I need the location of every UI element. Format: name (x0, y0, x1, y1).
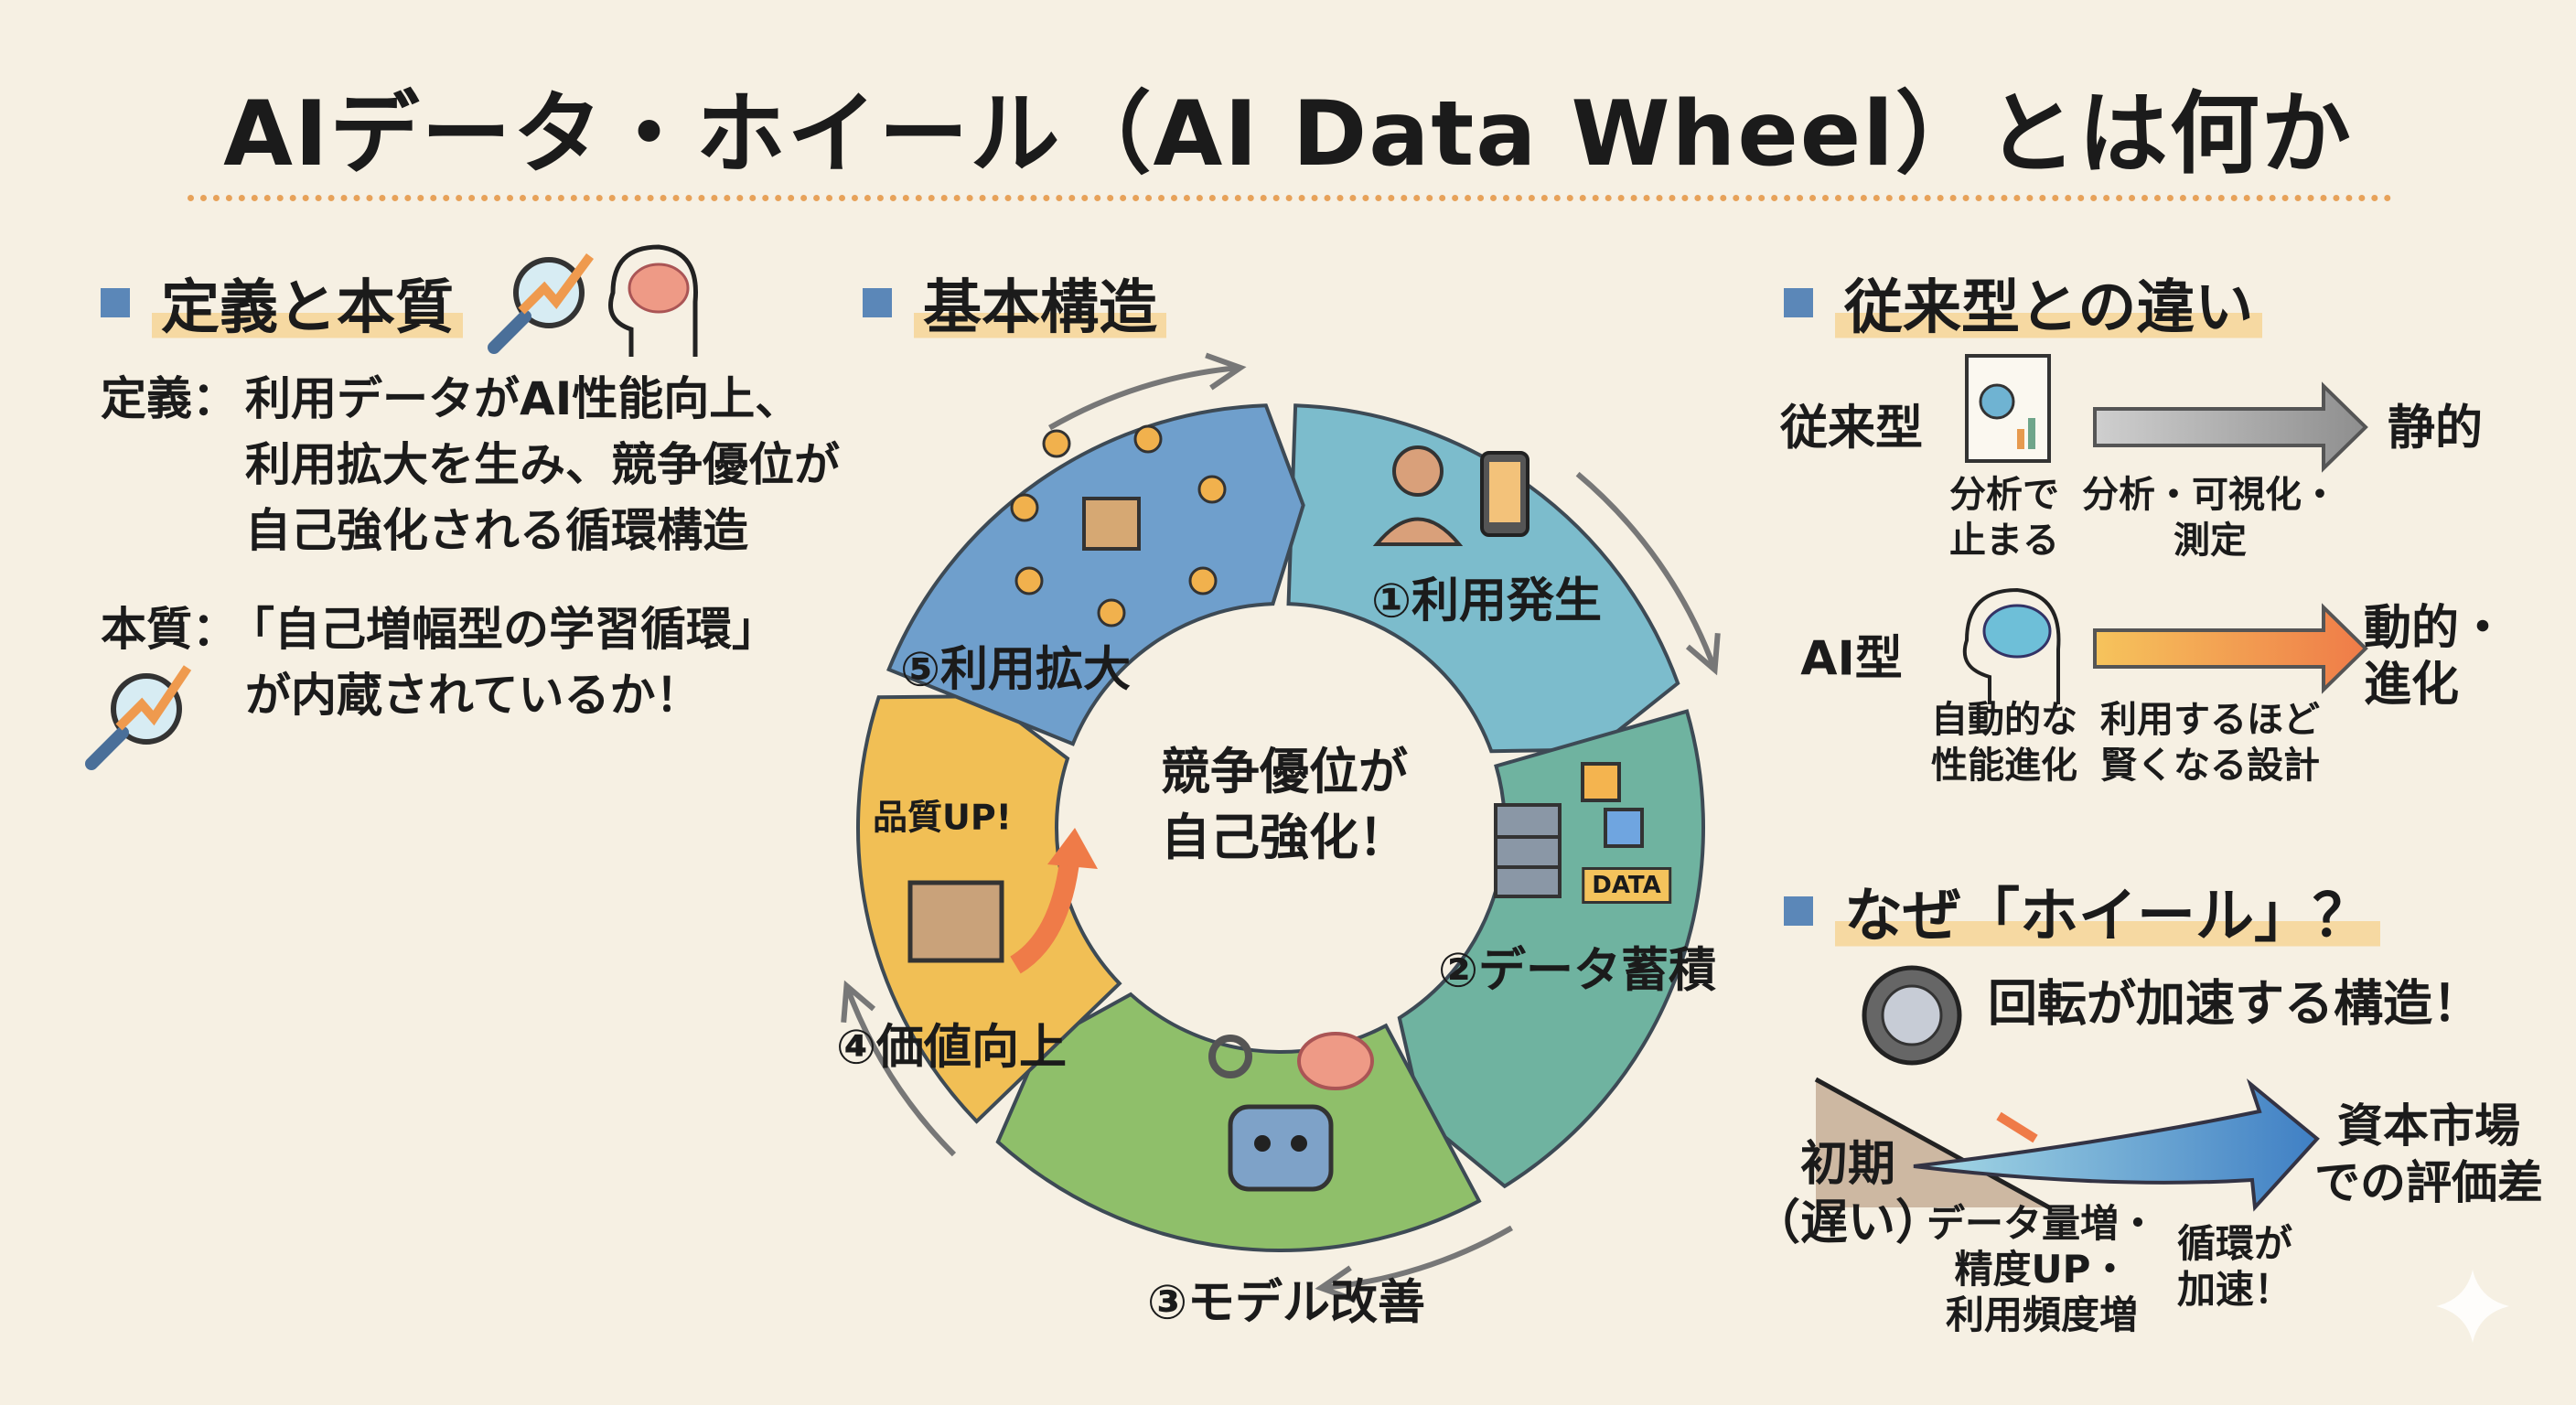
page-title: AIデータ・ホイール（AI Data Wheel）とは何か (223, 82, 2353, 187)
cycle-arrow (1048, 364, 1241, 431)
report-document-icon (1965, 354, 2051, 463)
users-box-network-icon (1010, 424, 1227, 627)
essence-line: が内蔵されているか！ (245, 669, 702, 722)
traditional-result: 静的 (2387, 401, 2484, 456)
end-line: での評価差 (2314, 1156, 2543, 1209)
dynamic-arrow (2093, 603, 2368, 694)
center-line: 競争優位が (1161, 743, 1408, 800)
step-5-label: ⑤利用拡大 (899, 642, 1132, 698)
caption-line: 分析で (1949, 474, 2059, 516)
static-arrow (2093, 381, 2368, 473)
initial-phase: 初期 （遅い） (1753, 1135, 1943, 1252)
start-line: （遅い） (1752, 1196, 1944, 1250)
caption-line: 賢くなる設計 (2100, 745, 2320, 787)
cycle-arrow (1320, 1225, 1513, 1292)
capital-market-gap: 資本市場 での評価差 (2314, 1098, 2543, 1211)
step-4-label: ④価値向上 (835, 1020, 1068, 1076)
heading-text: なぜ「ホイール」？ (1835, 869, 2380, 953)
heading-text: 定義と本質 (152, 261, 463, 345)
factor-line: 精度UP・ (1954, 1247, 2130, 1292)
magnifier-chart-icon (488, 253, 595, 354)
result-line: 動的・ (2363, 601, 2507, 656)
essence-text: 「自己増幅型の学習循環」 が内蔵されているか！ (229, 596, 778, 728)
cycle-accelerates: 循環が 加速！ (2177, 1221, 2292, 1313)
data-badge: DATA (1582, 867, 1671, 904)
acceleration-arrow (1913, 1078, 2320, 1212)
box-growth-icon (907, 828, 1098, 974)
database-icon (1494, 762, 1644, 898)
definition-line: 自己強化される循環構造 (245, 504, 748, 557)
cycle-arrow (843, 984, 957, 1157)
ai-arrow-caption: 利用するほど 賢くなる設計 (2100, 697, 2320, 788)
cycle-arrowhead (841, 980, 876, 1023)
end-line: 資本市場 (2337, 1099, 2520, 1153)
growth-factors: データ量増・ 精度UP・ 利用頻度増 (1927, 1201, 2157, 1338)
caption-line: 測定 (2174, 520, 2247, 562)
cycle-arrowhead (1315, 1265, 1357, 1303)
cycle-arrowhead (1205, 352, 1247, 391)
definition-text: 利用データがAI性能向上、 利用拡大を生み、競争優位が 自己強化される循環構造 (245, 366, 840, 563)
quality-up-badge: 品質UP! (872, 797, 1013, 838)
definition-line: 利用データがAI性能向上、 (245, 372, 801, 425)
definition-line: 利用拡大を生み、競争優位が (245, 438, 840, 491)
traditional-label: 従来型 (1779, 401, 1924, 456)
user-phone-icon (1372, 445, 1530, 546)
start-line: 初期 (1799, 1137, 1896, 1192)
center-line: 自己強化！ (1161, 809, 1408, 866)
section-heading-definition: 定義と本質 (101, 261, 463, 345)
caption-line: 利用するほど (2100, 699, 2320, 741)
wheel-center-text: 競争優位が 自己強化！ (1161, 739, 1408, 871)
bullet-square (863, 288, 892, 317)
bullet-square (1784, 288, 1813, 317)
caption-line: 性能進化 (1931, 745, 2077, 787)
step-1-label: ①利用発生 (1370, 574, 1603, 629)
magnifier-chart-icon (85, 665, 192, 770)
heading-text: 従来型との違い (1835, 261, 2263, 345)
wheel-segment-1 (1286, 403, 1680, 754)
why-tagline: 回転が加速する構造！ (1988, 974, 2482, 1033)
step-2-label: ②データ蓄積 (1437, 943, 1717, 999)
bullet-square (101, 288, 130, 317)
traditional-arrow-caption: 分析・可視化・ 測定 (2082, 472, 2338, 563)
sparkle-icon (2436, 1270, 2509, 1343)
accel-line: 循環が (2176, 1221, 2293, 1266)
heading-text: 基本構造 (914, 261, 1166, 345)
bullet-square (1784, 896, 1813, 926)
section-heading-structure: 基本構造 (863, 261, 1166, 345)
section-heading-comparison: 従来型との違い (1784, 261, 2263, 345)
traditional-icon-caption: 分析で 止まる (1949, 472, 2059, 563)
accel-line: 加速！ (2176, 1267, 2293, 1312)
factor-line: データ量増・ (1926, 1201, 2158, 1246)
ai-label: AI型 (1800, 631, 1903, 687)
essence-line: 「自己増幅型の学習循環」 (229, 603, 778, 656)
essence-label: 本質： (101, 603, 238, 656)
cycle-arrowhead (1685, 633, 1721, 676)
robot-brain-icon (1208, 1032, 1374, 1192)
section-heading-why: なぜ「ホイール」？ (1784, 869, 2380, 953)
caption-line: 自動的な (1931, 699, 2077, 741)
caption-line: 分析・可視化・ (2082, 474, 2338, 516)
caption-line: 止まる (1949, 520, 2059, 562)
factor-line: 利用頻度増 (1945, 1292, 2139, 1337)
ai-head-icon (1962, 587, 2061, 704)
brain-head-icon (608, 244, 698, 357)
cycle-arrow (1575, 471, 1718, 671)
definition-label: 定義： (101, 372, 238, 425)
ai-icon-caption: 自動的な 性能進化 (1931, 697, 2077, 788)
result-line: 進化 (2363, 658, 2460, 713)
title-divider (188, 195, 2392, 201)
ai-result: 動的・ 進化 (2364, 600, 2506, 713)
step-3-label: ③モデル改善 (1146, 1275, 1426, 1331)
cycle-arrows (841, 352, 1721, 1303)
